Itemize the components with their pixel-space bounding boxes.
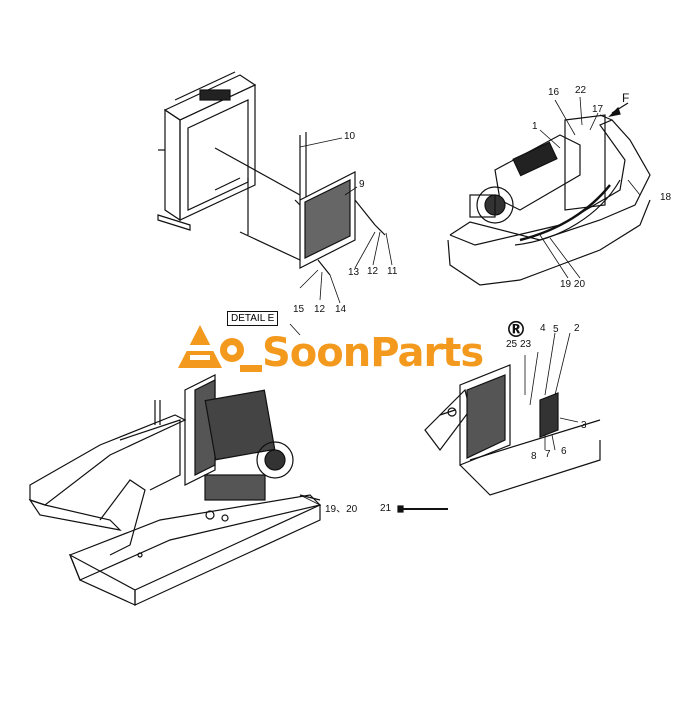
callout-23: 23 xyxy=(520,339,532,350)
callout-14: 14 xyxy=(335,304,347,315)
callout-16: 16 xyxy=(548,87,560,98)
callout-2: 2 xyxy=(574,323,580,334)
brand-logo-icon xyxy=(178,325,262,372)
callout-12-upper: 12 xyxy=(367,266,379,277)
leader-lines xyxy=(289,96,641,506)
callout-17: 17 xyxy=(592,104,604,115)
callout-12-lower: 12 xyxy=(314,304,326,315)
callout-6: 6 xyxy=(561,446,567,457)
callout-8: 8 xyxy=(531,451,537,462)
callout-10: 10 xyxy=(344,131,356,142)
condenser-drawing xyxy=(214,132,386,276)
callout-9: 9 xyxy=(359,179,365,190)
registered-mark: ® xyxy=(505,318,527,343)
callout-25: 25 xyxy=(506,339,518,350)
view-arrow xyxy=(608,102,629,117)
callout-11: 11 xyxy=(387,266,398,277)
callout-21: 21 xyxy=(380,503,392,514)
part-21-rod xyxy=(397,505,448,513)
brand-name: SoonParts xyxy=(262,330,484,376)
callout-4: 4 xyxy=(540,323,546,334)
callout-13: 13 xyxy=(348,267,360,278)
radiator-drawing xyxy=(157,71,257,231)
brand-watermark: SoonParts xyxy=(262,330,484,376)
callout-3: 3 xyxy=(581,420,587,431)
callout-15: 15 xyxy=(293,304,305,315)
callout-18: 18 xyxy=(660,192,672,203)
callout-19-20-upper: 19 20 xyxy=(560,279,586,290)
excavator-body-drawing xyxy=(28,374,322,606)
radiator-detail-drawing xyxy=(424,364,601,496)
callout-22: 22 xyxy=(575,85,587,96)
callout-7: 7 xyxy=(545,449,551,460)
detail-e-label: DETAIL E xyxy=(227,311,279,326)
callout-5: 5 xyxy=(553,324,559,335)
callout-F: F xyxy=(622,91,630,105)
engine-assembly-drawing xyxy=(447,114,651,286)
callout-1: 1 xyxy=(532,121,538,132)
callout-19-20-lower: 19、20 xyxy=(325,504,358,515)
